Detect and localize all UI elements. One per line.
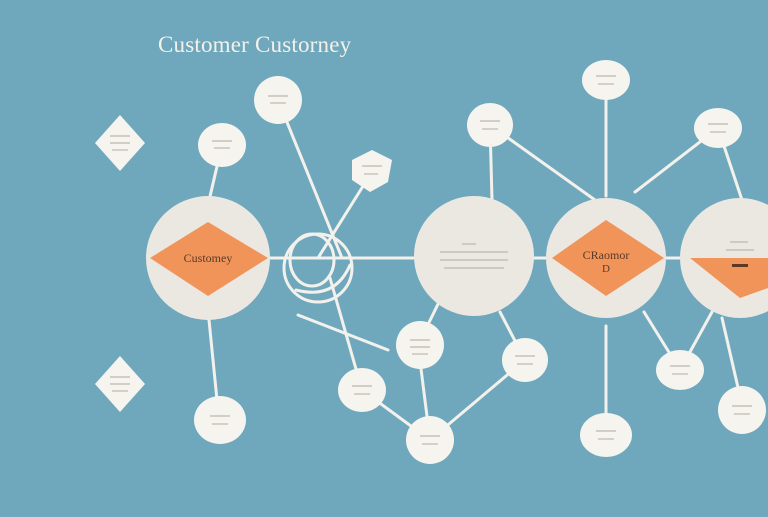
node [194, 396, 246, 444]
node [198, 123, 246, 167]
hub-sublabel: D [602, 263, 610, 275]
hubs: Customey CRaomor D [146, 196, 768, 320]
hub-label: CRaomor [583, 248, 630, 262]
connector [206, 308, 220, 412]
node [338, 368, 386, 412]
node-text-stubs [110, 75, 752, 445]
diagram-title: Customer Custorney [158, 32, 352, 57]
connector [276, 98, 344, 260]
hub-customey: Customey [146, 196, 270, 320]
node [718, 386, 766, 434]
hub-right [680, 198, 768, 318]
node [580, 413, 632, 457]
hub-label: Customey [184, 251, 233, 265]
hub-diamond [150, 222, 268, 296]
hub-diamond [552, 220, 664, 296]
loop-ring-inner [288, 232, 336, 288]
hub-craomor: CRaomor D [546, 198, 666, 318]
node [352, 150, 392, 192]
node [656, 350, 704, 390]
hub-mark [732, 264, 748, 267]
node [396, 321, 444, 369]
node [467, 103, 513, 147]
loop-curve [294, 263, 352, 294]
node [502, 338, 548, 382]
node [254, 76, 302, 124]
connector [316, 173, 372, 260]
node [406, 416, 454, 464]
node [582, 60, 630, 100]
small-nodes [95, 60, 766, 464]
hub-blank [414, 196, 534, 316]
node [694, 108, 742, 148]
connector [296, 313, 390, 352]
hub-band [690, 258, 768, 298]
